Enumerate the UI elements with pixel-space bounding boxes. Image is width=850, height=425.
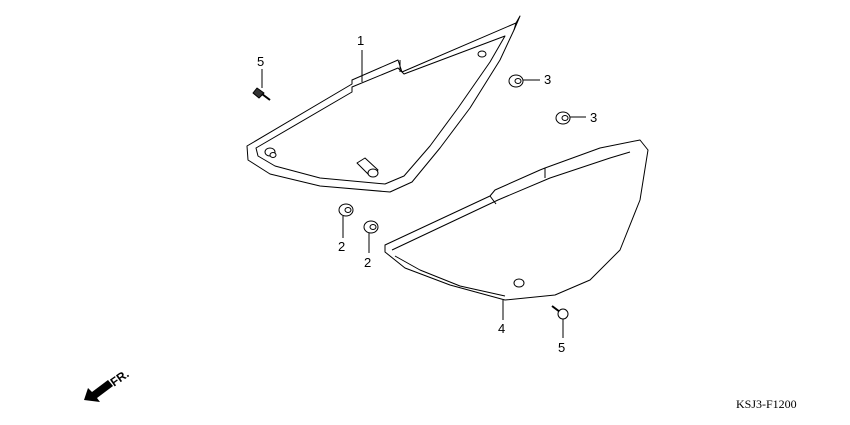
callout-2a: 2 [338, 239, 346, 254]
grommet-2b [363, 220, 379, 234]
bolt-5b [551, 305, 569, 320]
callout-3a: 3 [544, 72, 552, 87]
grommet-3a [508, 74, 524, 88]
callout-1: 1 [357, 33, 365, 48]
callout-4: 4 [498, 321, 506, 336]
grommet-2a [338, 203, 354, 217]
callout-2b: 2 [364, 255, 372, 270]
grommet-3b [555, 111, 571, 125]
callout-3b: 3 [590, 110, 598, 125]
bolt-5a [252, 87, 271, 101]
callout-5a: 5 [257, 54, 265, 69]
diagram-code: KSJ3-F1200 [736, 397, 797, 411]
side-cover-upper [246, 15, 521, 193]
front-direction-arrow [84, 380, 113, 402]
callout-5b: 5 [558, 340, 566, 355]
side-cover-lower [384, 139, 649, 301]
